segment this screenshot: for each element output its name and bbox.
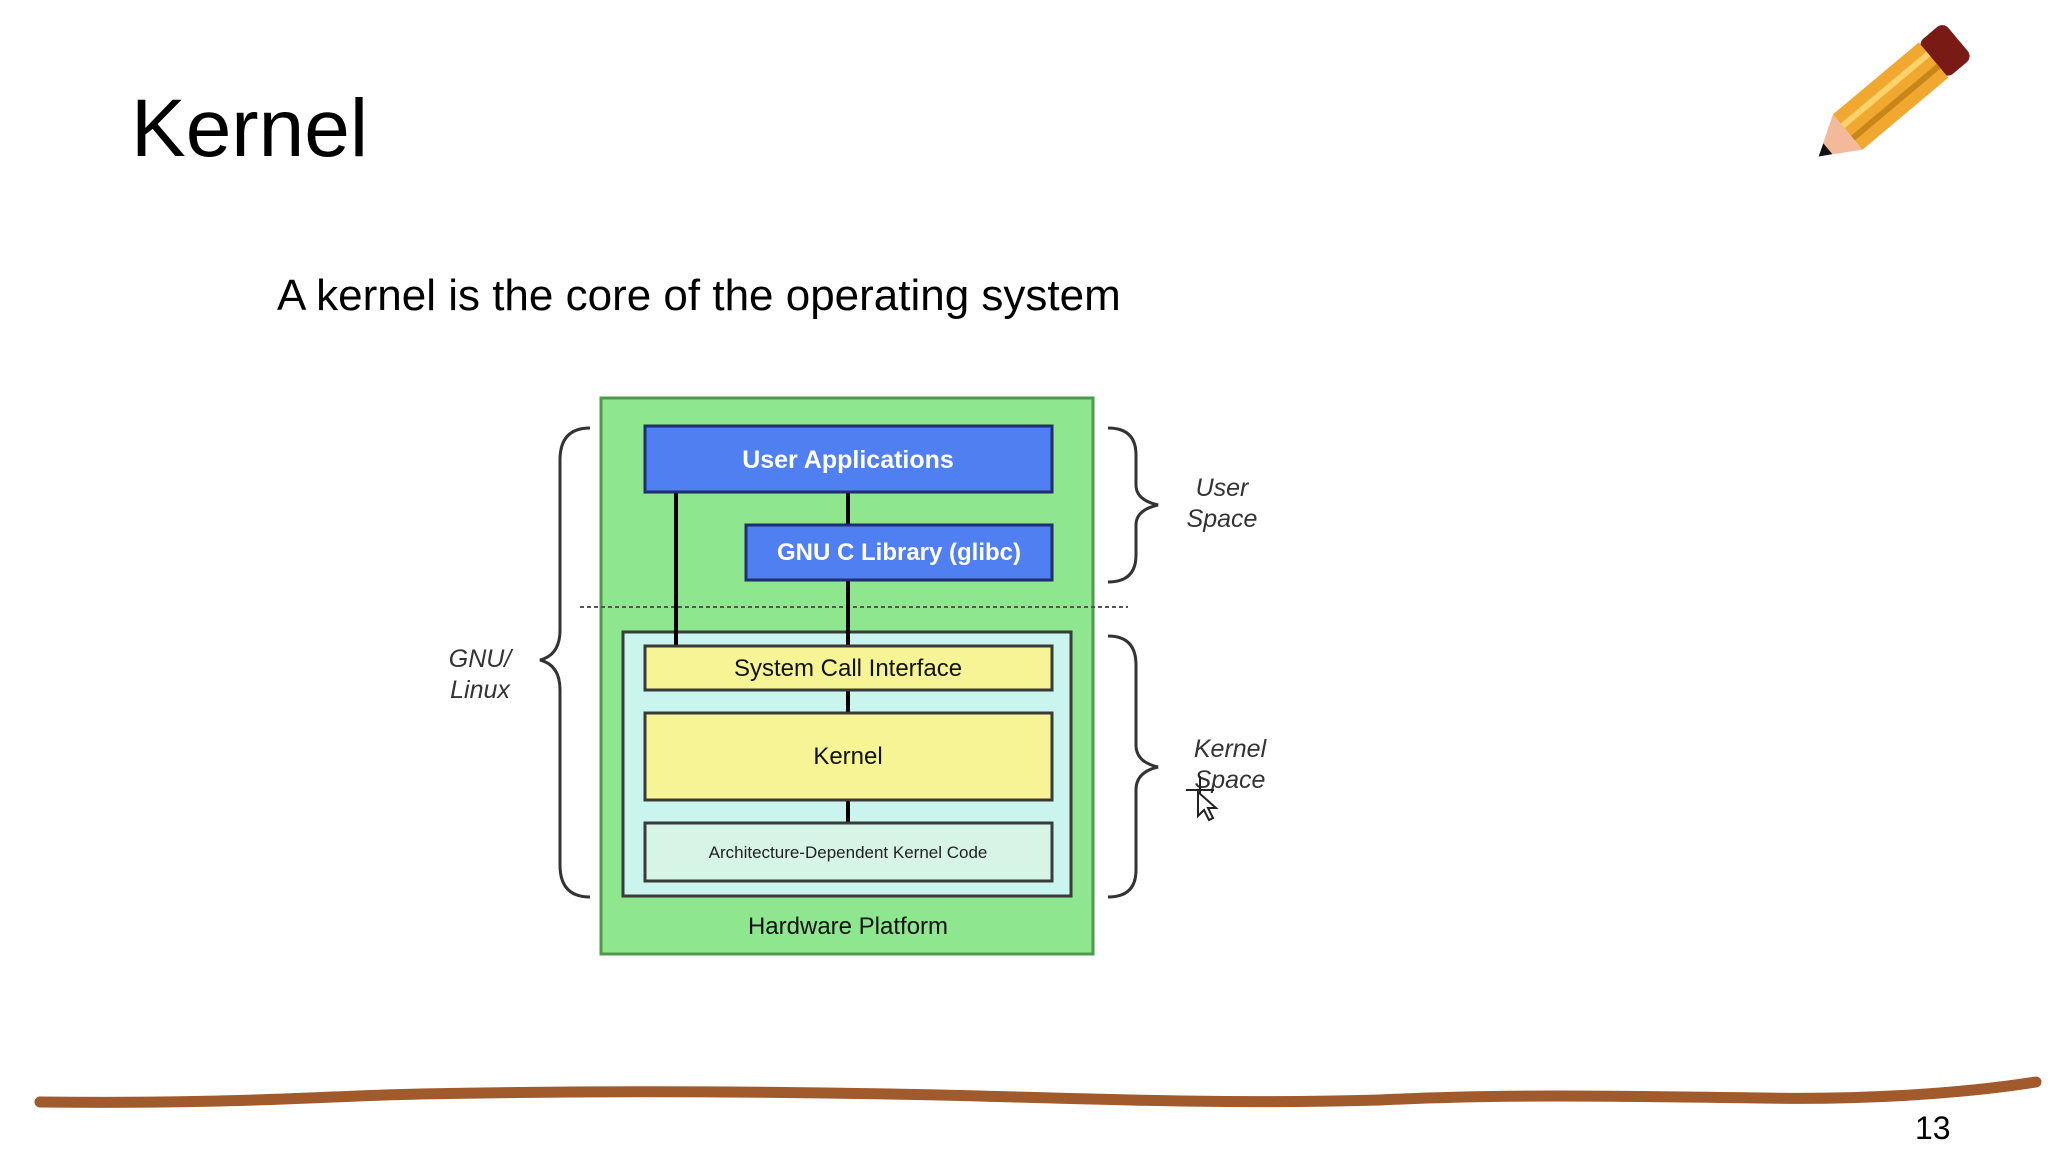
page-number: 13 (1915, 1110, 1951, 1146)
gnu-linux-label-line2: Linux (450, 676, 511, 704)
arch-code-label: Architecture-Dependent Kernel Code (709, 843, 988, 862)
pencil-icon (1818, 25, 1970, 157)
hardware-platform-label: Hardware Platform (748, 913, 948, 940)
user-applications-label: User Applications (742, 446, 954, 474)
kernel-space-label-line1: Kernel (1194, 735, 1268, 763)
system-call-interface-box (643, 644, 1054, 692)
gnu-linux-brace (539, 426, 591, 899)
kernel-space-brace (1107, 634, 1159, 899)
user-space-label-line1: User (1196, 474, 1250, 502)
user-space-label-line2: Space (1187, 505, 1258, 533)
kernel-box (643, 711, 1054, 802)
kernel-label: Kernel (813, 743, 882, 770)
decorative-underline (34, 1076, 2042, 1108)
gnu-linux-label-line1: GNU/ (449, 645, 515, 673)
glibc-label: GNU C Library (glibc) (777, 539, 1021, 566)
glibc-box (744, 523, 1054, 582)
move-cursor-icon (1186, 776, 1219, 822)
slide-subtitle: A kernel is the core of the operating sy… (277, 271, 1121, 320)
user-applications-box (643, 424, 1054, 494)
arch-code-box (643, 821, 1054, 883)
user-space-brace (1107, 426, 1159, 584)
system-call-interface-label: System Call Interface (734, 655, 962, 682)
linux-architecture-diagram: User Applications GNU C Library (glibc) … (449, 396, 1268, 956)
page-title: Kernel (131, 83, 369, 174)
